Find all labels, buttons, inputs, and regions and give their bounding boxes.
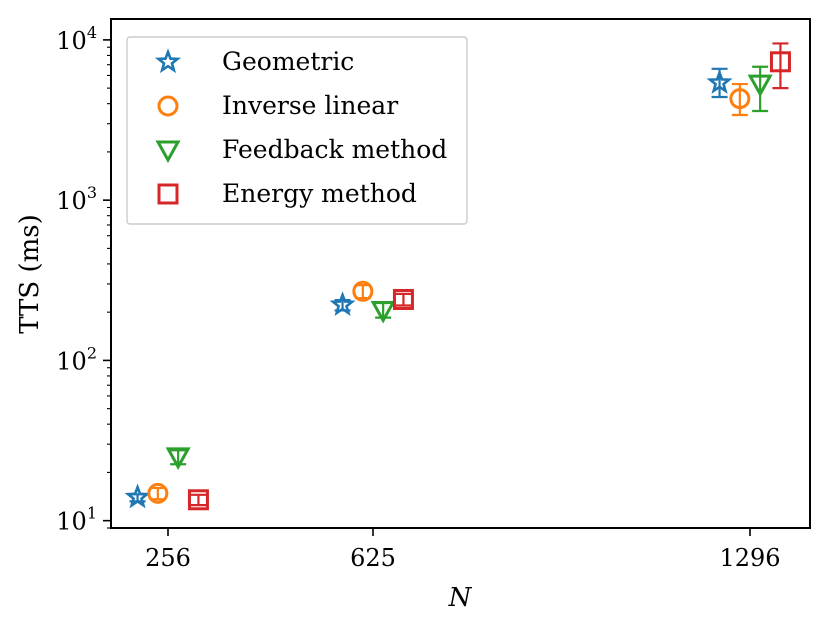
y-tick-label: 102 xyxy=(56,343,97,375)
y-axis-title: TTS (ms) xyxy=(15,214,45,334)
x-tick-label: 256 xyxy=(145,544,191,572)
legend-label: Inverse linear xyxy=(222,91,398,120)
plot-frame xyxy=(110,18,811,529)
axes: 256 625 1296 101 102 103 104 xyxy=(56,23,780,572)
legend-marker xyxy=(157,95,179,117)
data-point xyxy=(706,69,733,94)
x-axis-title: N xyxy=(448,583,473,613)
y-tick-label: 103 xyxy=(56,183,97,215)
data-point xyxy=(147,482,169,504)
legend-marker xyxy=(154,48,182,74)
legend-marker xyxy=(155,140,181,164)
y-tick-label: 104 xyxy=(56,23,97,55)
series-geometric xyxy=(124,67,733,509)
data-point xyxy=(392,288,414,310)
data-point xyxy=(747,74,773,98)
series-energy-method xyxy=(187,42,791,511)
legend-box xyxy=(126,36,468,225)
series-inverse-linear xyxy=(147,82,751,504)
data-point xyxy=(124,483,151,509)
data-point xyxy=(769,51,791,73)
legend-label: Feedback method xyxy=(222,135,447,164)
legend-marker xyxy=(157,183,179,205)
y-tick-label: 101 xyxy=(56,504,97,536)
data-point xyxy=(352,280,374,302)
data-point xyxy=(329,291,356,316)
legend-label: Energy method xyxy=(222,179,417,208)
series-feedback-method xyxy=(165,65,773,470)
x-tick-label: 625 xyxy=(350,544,396,572)
data-marks xyxy=(124,42,791,511)
legend-label: Geometric xyxy=(222,47,354,76)
data-point xyxy=(370,300,396,324)
data-point xyxy=(187,489,209,511)
x-tick-label: 1296 xyxy=(719,544,780,572)
data-point xyxy=(165,447,191,470)
data-point xyxy=(729,88,751,110)
